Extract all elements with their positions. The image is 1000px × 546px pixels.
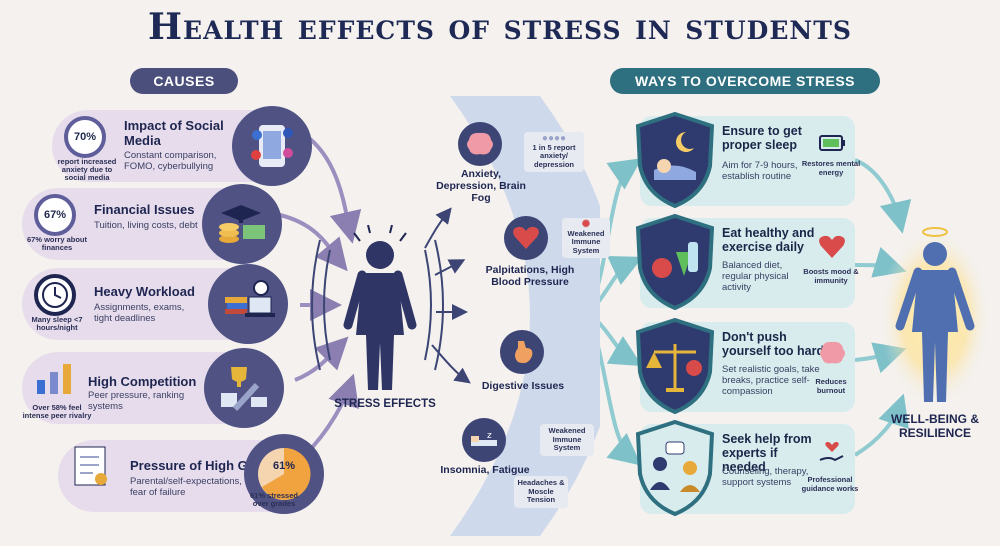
way-title: Don't push yourself too hard: [722, 330, 825, 358]
causes-header: CAUSES: [130, 68, 238, 94]
cause-stat: 67% worry about finances: [26, 235, 87, 252]
effect-digestive: Digestive Issues: [481, 380, 565, 392]
stat-percent: 70%: [73, 131, 97, 143]
battery-icon: [819, 135, 845, 151]
cause-desc: Constant comparison, FOMO, cyberbullying: [124, 150, 217, 172]
effect-anxiety: Anxiety, Depression, Brain Fog: [436, 168, 526, 204]
cause-title: Financial Issues: [94, 202, 195, 217]
hand-heart-icon: [819, 442, 844, 462]
bed-icon: z: [462, 418, 506, 462]
cause-social-media: 70% report increased anxiety due to soci…: [52, 106, 312, 186]
cause-competition: Over 58% feel intense peer rivalry High …: [22, 348, 284, 428]
cause-desc: Parental/self-expectations, fear of fail…: [130, 476, 242, 498]
page-title: Health effects of stress in students: [148, 6, 852, 48]
counseling-icon: [635, 419, 715, 517]
way-desc: Aim for 7-9 hours, establish routine: [722, 160, 798, 182]
svg-text:z: z: [487, 431, 492, 441]
way-eat-exercise: Eat healthy and exercise daily Balanced …: [635, 213, 859, 311]
cause-desc: Tuition, living costs, debt: [94, 220, 198, 231]
way-desc: Balanced diet, regular physical activity: [722, 260, 789, 293]
effect-note-anxiety: ●●●● 1 in 5 report anxiety/ depression: [524, 132, 584, 172]
books-laptop-icon: [208, 264, 288, 344]
cause-financial: 67% 67% worry about finances Financial I…: [22, 184, 282, 264]
cause-workload: Many sleep <7 hours/night Heavy Workload…: [22, 264, 288, 344]
heart-icon: [504, 216, 548, 260]
trophy-icon: [204, 348, 284, 428]
stressed-person-figure: [343, 225, 417, 390]
virus-icon: ✺: [581, 219, 591, 230]
cause-stat: report increased anxiety due to social m…: [57, 157, 117, 182]
way-title: Seek help from experts if needed: [722, 432, 812, 474]
heart-icon: [819, 235, 845, 258]
stat-ring: 67%: [34, 194, 76, 236]
stat-percent: 61%: [272, 460, 296, 472]
brain-icon: [458, 122, 502, 166]
bar-chart-icon: [34, 358, 76, 400]
way-desc: Counseling, therapy, support systems: [722, 466, 809, 488]
smartphone-icon: [232, 106, 312, 186]
cause-title: Heavy Workload: [94, 284, 195, 299]
cause-grades: Pressure of High Grades Parental/self-ex…: [58, 434, 324, 514]
effect-insomnia: Insomnia, Fatigue: [440, 464, 530, 476]
way-desc: Set realistic goals, take breaks, practi…: [722, 364, 820, 397]
cause-stat: Over 58% feel intense peer rivalry: [22, 403, 92, 420]
cause-title: High Competition: [88, 374, 197, 389]
way-dont-push: Don't push yourself too hard Set realist…: [635, 317, 855, 415]
way-sleep: Ensure to get proper sleep Aim for 7-9 h…: [635, 111, 860, 209]
stat-percent: 67%: [43, 209, 67, 221]
ways-header: WAYS TO OVERCOME STRESS: [610, 68, 880, 94]
effect-palpitations: Palpitations, High Blood Pressure: [485, 264, 575, 288]
note-text: 1 in 5 report anxiety/ depression: [532, 142, 576, 169]
way-benefit: Restores mental energy: [801, 159, 861, 177]
sleep-icon: [635, 111, 715, 209]
way-seek-help: Seek help from experts if needed Counsel…: [635, 419, 858, 517]
way-title: Ensure to get proper sleep: [722, 124, 802, 152]
effect-note-immune: ✺ Weakened Immune System: [562, 218, 610, 258]
grade-paper-icon: [70, 446, 112, 488]
brain-icon: [820, 341, 845, 364]
way-benefit: Boosts mood & immunity: [803, 267, 859, 285]
effect-note-immune-2: Weakened Immune System: [540, 424, 594, 456]
cause-desc: Peer pressure, ranking systems: [88, 390, 185, 412]
way-title: Eat healthy and exercise daily: [722, 226, 815, 254]
well-being-label: WELL-BEING & RESILIENCE: [891, 412, 979, 440]
food-icon: [635, 213, 715, 311]
balance-icon: [635, 317, 715, 415]
effect-note-headaches: Headaches & Moscle Tension: [514, 476, 568, 508]
note-text: Weakened Immune System: [567, 228, 605, 255]
money-icon: [202, 184, 282, 264]
well-being-figure: [880, 227, 990, 407]
clock-icon: [34, 274, 76, 316]
cause-stat: 61% stressed over grades: [250, 491, 298, 508]
stress-effects-label: STRESS EFFECTS: [334, 398, 436, 410]
grade-pie-icon: [244, 434, 324, 514]
way-benefit: Reduces burnout: [815, 377, 847, 395]
stomach-icon: [500, 330, 544, 374]
people-icon: ●●●●: [541, 133, 567, 144]
cause-title: Impact of Social Media: [124, 118, 224, 148]
cause-desc: Assignments, exams, tight deadlines: [94, 302, 185, 324]
way-benefit: Professional guidance works: [801, 475, 859, 493]
cause-stat: Many sleep <7 hours/night: [31, 315, 83, 332]
stat-ring: 70%: [64, 116, 106, 158]
